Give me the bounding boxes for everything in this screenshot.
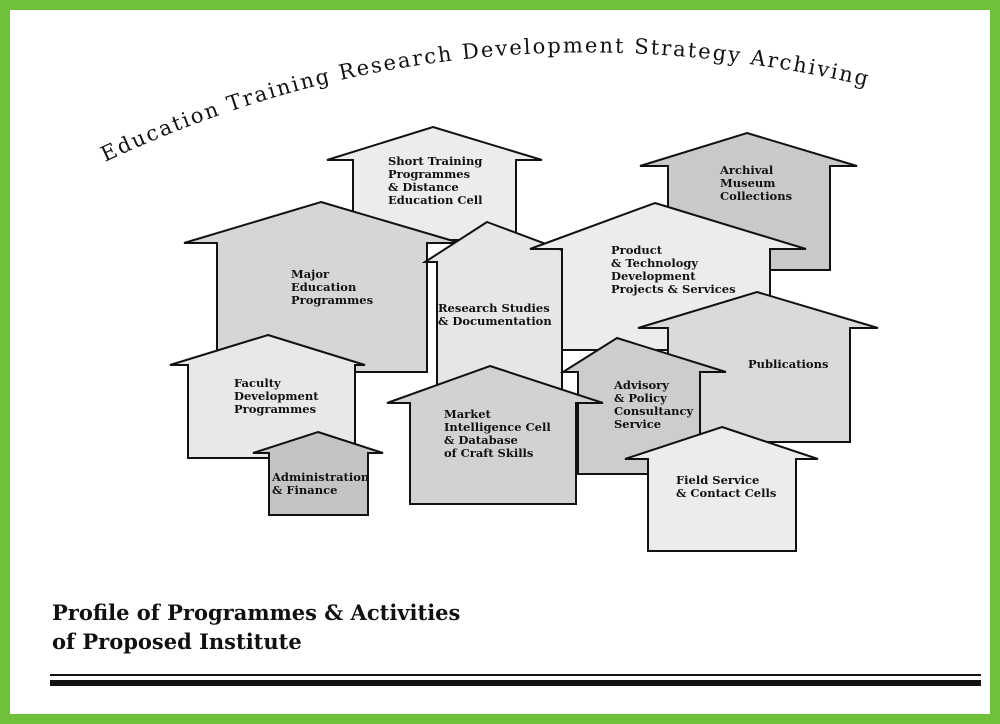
house-label-line: Intelligence Cell <box>444 420 551 434</box>
house-label-line: Administration <box>271 470 370 484</box>
house-label-line: Development <box>611 269 696 283</box>
house-shape <box>624 425 819 552</box>
house-label-line: Programmes <box>291 293 373 307</box>
house-label-line: Market <box>444 407 492 421</box>
house-research-studies: Research Studies& Documentation <box>421 220 595 419</box>
house-label-line: Development <box>234 389 319 403</box>
diagram-caption: Profile of Programmes & Activities of Pr… <box>52 598 460 656</box>
house-label-line: & Contact Cells <box>676 486 776 500</box>
house-label: Administration& Finance <box>271 470 370 497</box>
house-label-line: Education <box>291 280 357 294</box>
house-label-line: & Database <box>444 433 518 447</box>
house-label-line: Research Studies <box>438 301 550 315</box>
house-label-line: Programmes <box>234 402 316 416</box>
caption-line-2: of Proposed Institute <box>52 629 302 654</box>
house-administration-finance: Administration& Finance <box>252 430 384 516</box>
divider-thick <box>50 680 981 686</box>
caption-line-1: Profile of Programmes & Activities <box>52 600 461 625</box>
house-shape <box>386 364 604 505</box>
house-label: Field Service& Contact Cells <box>676 473 776 500</box>
house-label-line: Education Cell <box>388 193 483 207</box>
house-label-line: Projects & Services <box>611 282 736 296</box>
house-label-line: Product <box>611 243 663 257</box>
house-label: Research Studies& Documentation <box>438 301 552 328</box>
house-label-line: Museum <box>720 176 775 190</box>
house-shape <box>252 430 384 516</box>
house-label-line: & Distance <box>388 180 459 194</box>
house-label-line: Service <box>614 417 661 431</box>
house-label-line: Major <box>291 267 330 281</box>
house-label-line: of Craft Skills <box>444 446 533 460</box>
house-field-service: Field Service& Contact Cells <box>624 425 819 552</box>
house-label-line: Publications <box>748 357 828 371</box>
divider-thin <box>50 674 981 676</box>
house-label-line: Consultancy <box>614 404 694 418</box>
house-label-line: & Documentation <box>438 314 552 328</box>
house-label-line: & Policy <box>614 391 667 405</box>
house-label-line: & Finance <box>272 483 337 497</box>
house-label-line: Advisory <box>613 378 669 392</box>
house-label-line: Programmes <box>388 167 470 181</box>
house-label-line: Collections <box>720 189 792 203</box>
house-label-line: Field Service <box>676 473 759 487</box>
house-label-line: Short Training <box>388 154 482 168</box>
house-label: Publications <box>748 357 828 371</box>
house-label-line: Faculty <box>234 376 281 390</box>
house-label-line: Archival <box>719 163 774 177</box>
house-label-line: & Technology <box>611 256 698 270</box>
